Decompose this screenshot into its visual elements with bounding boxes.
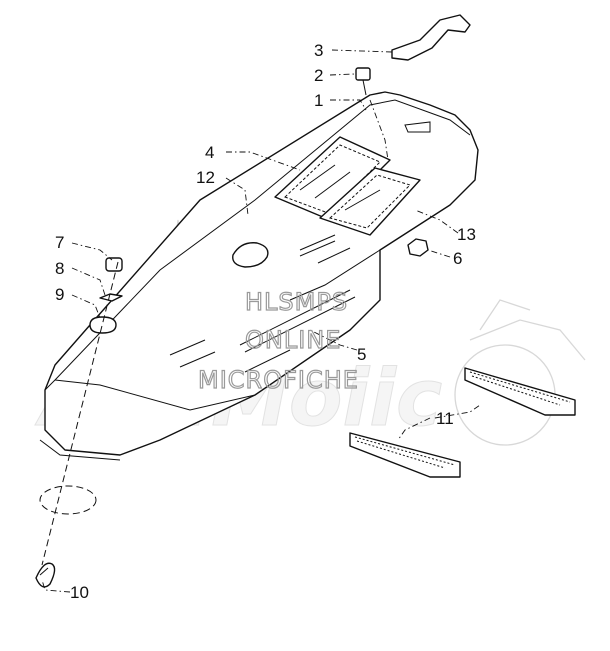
callouts: 3 2 1 4 12 13 6 7 8 9 5 11 10 <box>55 41 476 602</box>
callout-9: 9 <box>55 285 64 304</box>
callout-7: 7 <box>55 233 64 252</box>
part-9-spacer <box>89 316 117 334</box>
part-13-decal <box>319 167 421 236</box>
part-7-cap <box>105 257 123 272</box>
part-2-fastener <box>355 67 371 96</box>
watermark-line-1: HLSMPS <box>245 288 348 316</box>
watermark-text: HLSMPS ONLINE MICROFICHE <box>197 287 359 394</box>
callout-8: 8 <box>55 259 64 278</box>
part-11-strips <box>349 367 576 478</box>
callout-3: 3 <box>314 41 323 60</box>
callout-6: 6 <box>453 249 462 268</box>
watermark-line-2: ONLINE <box>245 326 341 354</box>
part-3-bracket <box>391 14 471 61</box>
assembly-axis <box>41 261 119 566</box>
callout-10: 10 <box>70 583 89 602</box>
callout-4: 4 <box>205 143 214 162</box>
watermark-line-3: MICROFICHE <box>198 366 359 394</box>
callout-12: 12 <box>196 168 215 187</box>
callout-11: 11 <box>436 409 454 428</box>
callout-2: 2 <box>314 66 323 85</box>
part-4-decal <box>274 136 391 221</box>
hole-outline <box>39 485 97 515</box>
part-12-pad <box>232 242 269 268</box>
callout-13: 13 <box>457 225 476 244</box>
leader-lines <box>41 49 481 593</box>
callout-5: 5 <box>357 345 366 364</box>
part-10-screw <box>35 562 56 588</box>
callout-1: 1 <box>314 91 323 110</box>
part-6-nut <box>407 238 429 257</box>
